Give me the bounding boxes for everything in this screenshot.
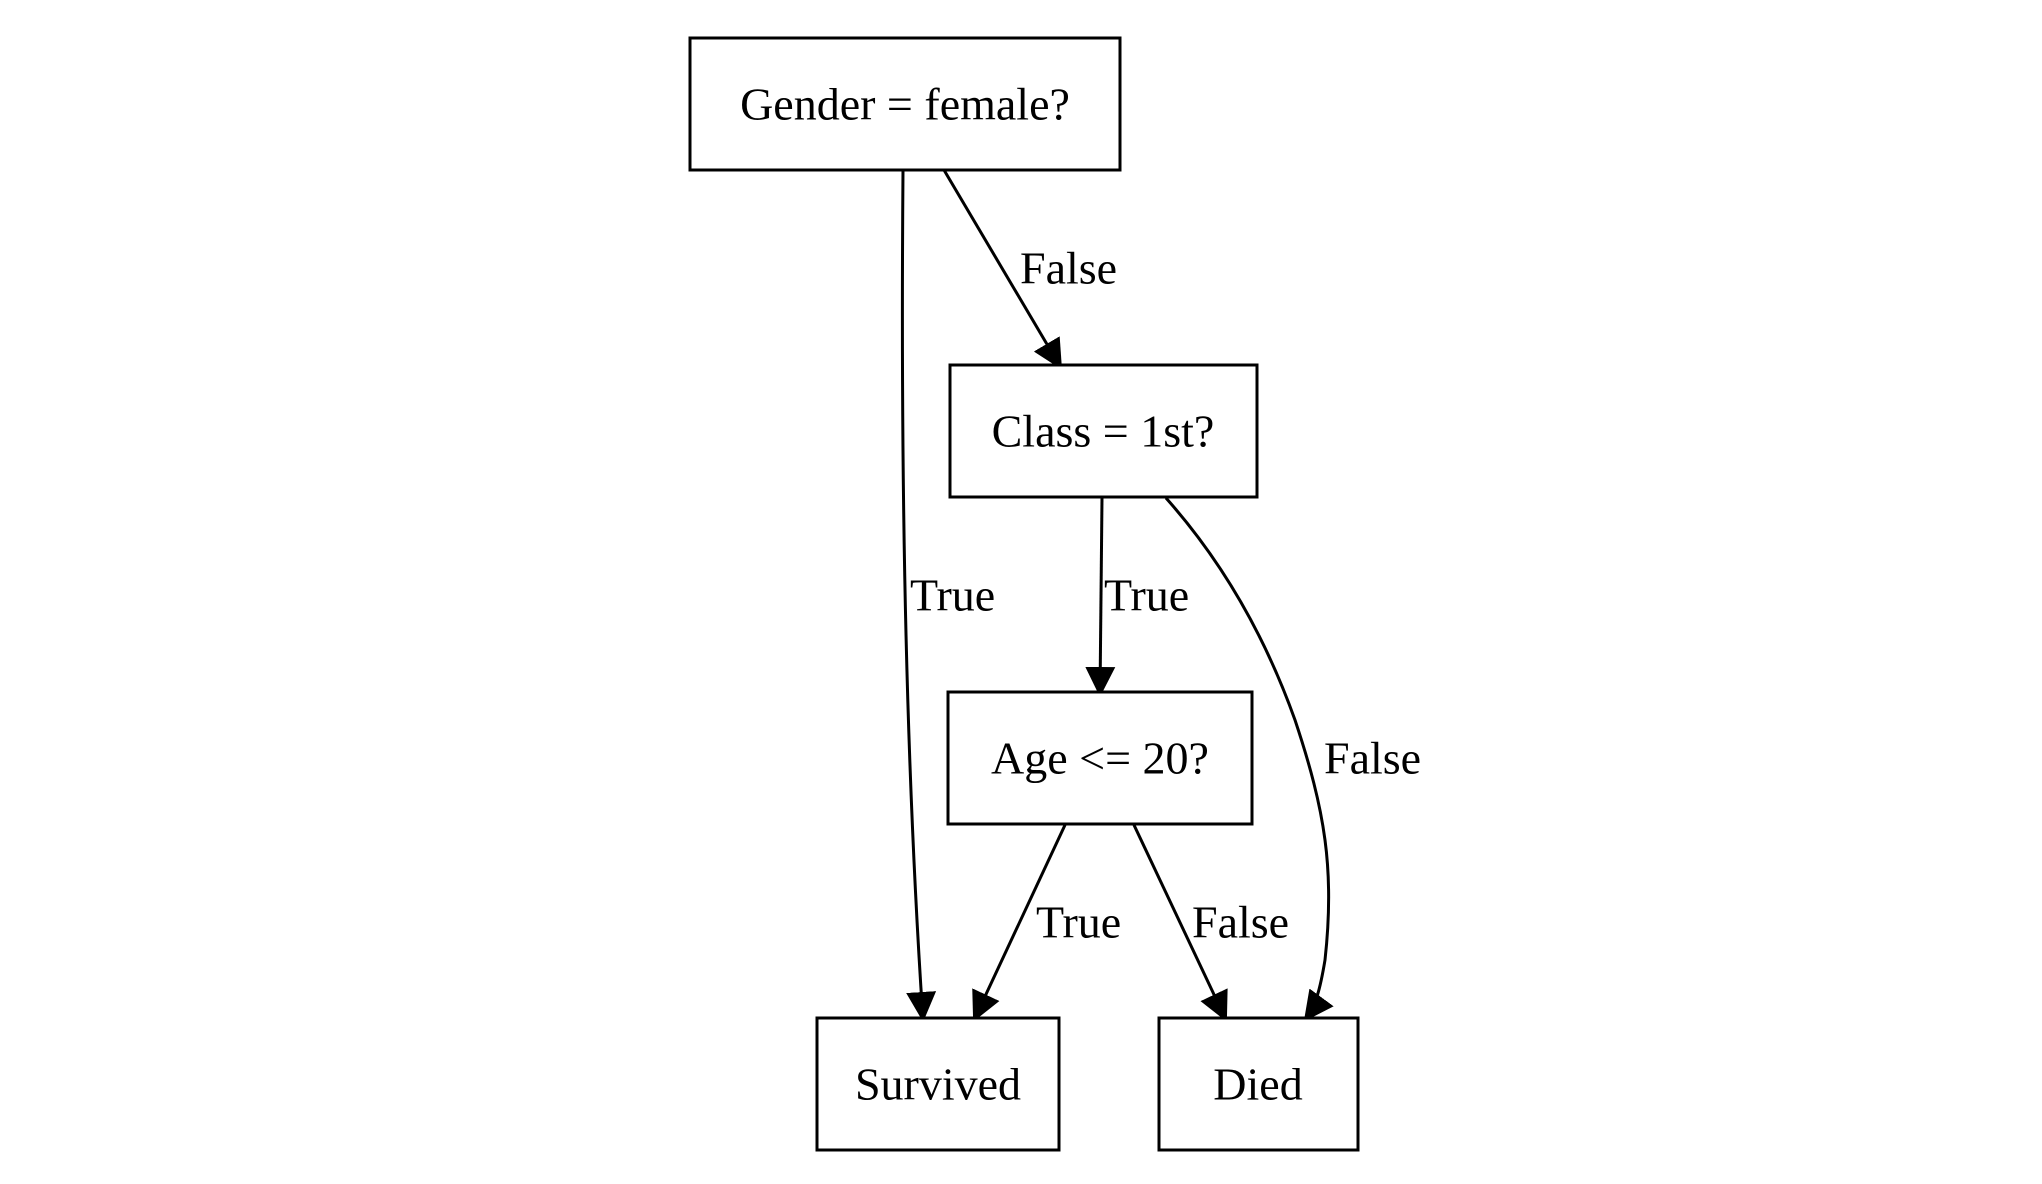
edge-age-died bbox=[1132, 824, 1228, 1022]
node-gender-label: Gender = female? bbox=[740, 79, 1070, 130]
node-gender-box bbox=[688, 36, 1122, 172]
node-class: Class = 1st? bbox=[948, 363, 1259, 499]
edges: True False True False True False bbox=[900, 169, 1421, 1022]
node-gender: Gender = female? bbox=[688, 36, 1122, 172]
edge-class-died bbox=[1164, 497, 1334, 1022]
node-age: Age <= 20? bbox=[946, 690, 1254, 826]
node-age-label: Age <= 20? bbox=[991, 733, 1209, 784]
edge-label-class-age: True bbox=[1104, 570, 1189, 621]
edge-gender-survived bbox=[900, 169, 937, 1022]
nodes: Gender = female? Class = 1st? Age <= 20?… bbox=[688, 36, 1360, 1152]
edge-label-age-died: False bbox=[1192, 897, 1289, 948]
node-survived-box bbox=[815, 1016, 1061, 1152]
edge-age-survived bbox=[972, 824, 1067, 1022]
node-survived: Survived bbox=[815, 1016, 1061, 1152]
edge-label-age-survived: True bbox=[1036, 897, 1121, 948]
node-survived-label: Survived bbox=[855, 1059, 1021, 1110]
edge-label-gender-class: False bbox=[1020, 243, 1117, 294]
edge-class-age bbox=[1085, 497, 1116, 697]
edge-label-class-died: False bbox=[1324, 733, 1421, 784]
edge-gender-class bbox=[942, 169, 1063, 370]
node-class-label: Class = 1st? bbox=[992, 406, 1215, 457]
node-age-box bbox=[946, 690, 1254, 826]
node-died: Died bbox=[1157, 1016, 1360, 1152]
node-class-box bbox=[948, 363, 1259, 499]
node-died-box bbox=[1157, 1016, 1360, 1152]
node-died-label: Died bbox=[1213, 1059, 1302, 1110]
edge-label-gender-survived: True bbox=[910, 570, 995, 621]
